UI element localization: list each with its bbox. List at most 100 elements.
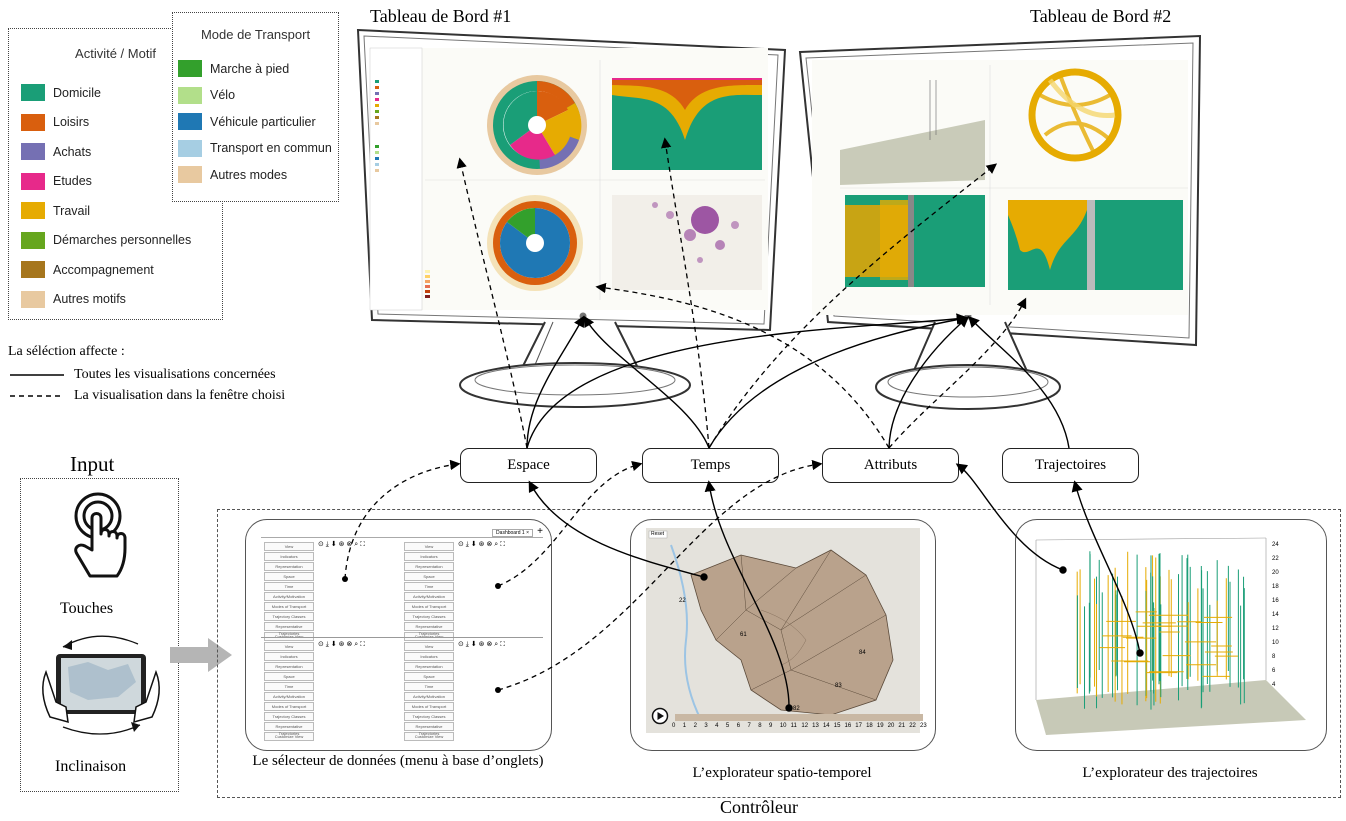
legend-transport-item: Marche à pied: [178, 60, 289, 77]
legend-label: Travail: [53, 203, 91, 218]
legend-swatch: [21, 261, 45, 278]
selector-menu-item[interactable]: Modes of Transport: [404, 702, 454, 711]
selector-menu-item[interactable]: Trajectory Classes: [264, 712, 314, 721]
data-selector-caption: Le sélecteur de données (menu à base d’o…: [252, 753, 544, 769]
selector-menu-item[interactable]: Activity/Motivation: [404, 692, 454, 701]
timeline-tick-label: 10: [779, 723, 787, 729]
timeline-tick-label: 0: [672, 723, 676, 729]
timeline-tick-label: 19: [876, 723, 884, 729]
selector-menu-item[interactable]: Representation: [404, 562, 454, 571]
selector-menu-item[interactable]: Customize View: [264, 732, 314, 741]
legend-label: Accompagnement: [53, 262, 154, 277]
selector-menu-item[interactable]: View: [404, 642, 454, 651]
selector-menu-item[interactable]: Space: [264, 672, 314, 681]
selector-menu-item[interactable]: Space: [264, 572, 314, 581]
legend-swatch: [21, 231, 45, 249]
reset-button[interactable]: Reset: [651, 531, 665, 537]
selector-menu-item[interactable]: Representative Trajectories: [404, 622, 454, 636]
selector-menu-item[interactable]: Customize View: [404, 632, 454, 641]
selector-menu-item[interactable]: Modes of Transport: [404, 602, 454, 611]
legend-label: Loisirs: [53, 115, 90, 129]
add-tab-icon[interactable]: +: [537, 526, 543, 537]
tablet-tilt-icon: [42, 635, 160, 735]
trajectory-axis-label: 4: [1272, 682, 1276, 688]
timeline-tick-label: 13: [812, 723, 819, 729]
timeline-slider[interactable]: [675, 714, 923, 721]
selection-line-samples: [10, 374, 64, 397]
selector-menu-item[interactable]: Trajectory Classes: [404, 612, 454, 621]
trajectory-3d-view[interactable]: [1016, 520, 1326, 750]
selector-menu-item[interactable]: Activity/Motivation: [264, 592, 314, 601]
selector-toolbar-icons[interactable]: ⊙ ⤓ ⬇ ⊛ ⊗ ⌕ ⛶: [318, 541, 366, 548]
selector-divider: [261, 637, 543, 638]
node-attributs[interactable]: Attributs: [822, 448, 959, 483]
timeline-tick-label: 5: [725, 723, 730, 729]
map-zone-label: 61: [740, 632, 747, 638]
node-temps[interactable]: Temps: [642, 448, 779, 483]
selector-menu-item[interactable]: Indicators: [264, 652, 314, 661]
selector-menu-item[interactable]: Representative Trajectories: [264, 622, 314, 636]
selector-menu-item[interactable]: Space: [404, 572, 454, 581]
selector-toolbar-icons[interactable]: ⊙ ⤓ ⬇ ⊛ ⊗ ⌕ ⛶: [458, 541, 506, 548]
legend-swatch: [178, 166, 202, 183]
selector-menu-item[interactable]: Modes of Transport: [264, 602, 314, 611]
selector-tab[interactable]: Dashboard 1 ×: [492, 529, 533, 537]
timeline-tick-label: 14: [822, 723, 830, 729]
timeline-tick-label: 4: [715, 723, 719, 729]
selector-menu-item[interactable]: Trajectory Classes: [264, 612, 314, 621]
spatiotemporal-caption: L’explorateur spatio-temporel: [692, 765, 872, 781]
selector-menu-item[interactable]: Indicators: [404, 552, 454, 561]
selector-menu-item[interactable]: Representative Trajectories: [264, 722, 314, 736]
trajectory-axis-label: 8: [1272, 654, 1276, 660]
legend-label: Démarches personnelles: [53, 233, 192, 247]
selector-menu-item[interactable]: Customize View: [404, 732, 454, 741]
selector-menu-item[interactable]: Trajectory Classes: [404, 712, 454, 721]
selector-menu-item[interactable]: Representative Trajectories: [404, 722, 454, 736]
selector-toolbar-icons[interactable]: ⊙ ⤓ ⬇ ⊛ ⊗ ⌕ ⛶: [458, 641, 506, 648]
selector-menu-item[interactable]: Indicators: [404, 652, 454, 661]
selector-menu-item[interactable]: Representation: [264, 562, 314, 571]
selector-menu-item[interactable]: Activity/Motivation: [404, 592, 454, 601]
selector-menu-item[interactable]: Representation: [264, 662, 314, 671]
selector-menu-item[interactable]: Customize View: [264, 632, 314, 641]
selector-menu-item[interactable]: Time: [404, 682, 454, 691]
legend-label: Autres modes: [210, 167, 288, 182]
legend-transport-item: Autres modes: [178, 166, 287, 183]
node-espace[interactable]: Espace: [460, 448, 597, 483]
selector-menu-item[interactable]: Time: [264, 582, 314, 591]
input-arrow: [170, 638, 232, 672]
selector-menu-item[interactable]: Indicators: [264, 552, 314, 561]
timeline-tick-label: 2: [693, 723, 697, 729]
legend-transport-item: Vélo: [178, 86, 236, 104]
legend-label: Etudes: [53, 174, 92, 188]
selector-menu-item[interactable]: View: [264, 642, 314, 651]
selector-menu-item[interactable]: Time: [264, 682, 314, 691]
timeline-tick-label: 18: [866, 723, 873, 729]
map-zone-label: 82: [793, 706, 800, 712]
selection-solid-label: Toutes les visualisations concernées: [74, 367, 276, 382]
legend-label: Vélo: [210, 88, 236, 102]
node-trajectoires[interactable]: Trajectoires: [1002, 448, 1139, 483]
legend-transport-title: Mode de Transport: [200, 27, 311, 42]
selector-menu-item[interactable]: Modes of Transport: [264, 702, 314, 711]
timeline-tick-label: 12: [801, 723, 809, 729]
selector-menu-item[interactable]: Representation: [404, 662, 454, 671]
selector-menu-item[interactable]: Activity/Motivation: [264, 692, 314, 701]
selector-menu-item[interactable]: View: [404, 542, 454, 551]
touch-hand-icon: [74, 492, 127, 578]
timeline-tick-label: 9: [769, 723, 773, 729]
play-icon[interactable]: [651, 707, 669, 725]
input-title: Input: [70, 452, 115, 476]
timeline-tick-label: 15: [833, 723, 841, 729]
selector-menu-item[interactable]: View: [264, 542, 314, 551]
selector-menu-item[interactable]: Space: [404, 672, 454, 681]
selector-menu-item[interactable]: Time: [404, 582, 454, 591]
selector-toolbar-icons[interactable]: ⊙ ⤓ ⬇ ⊛ ⊗ ⌕ ⛶: [318, 641, 366, 648]
